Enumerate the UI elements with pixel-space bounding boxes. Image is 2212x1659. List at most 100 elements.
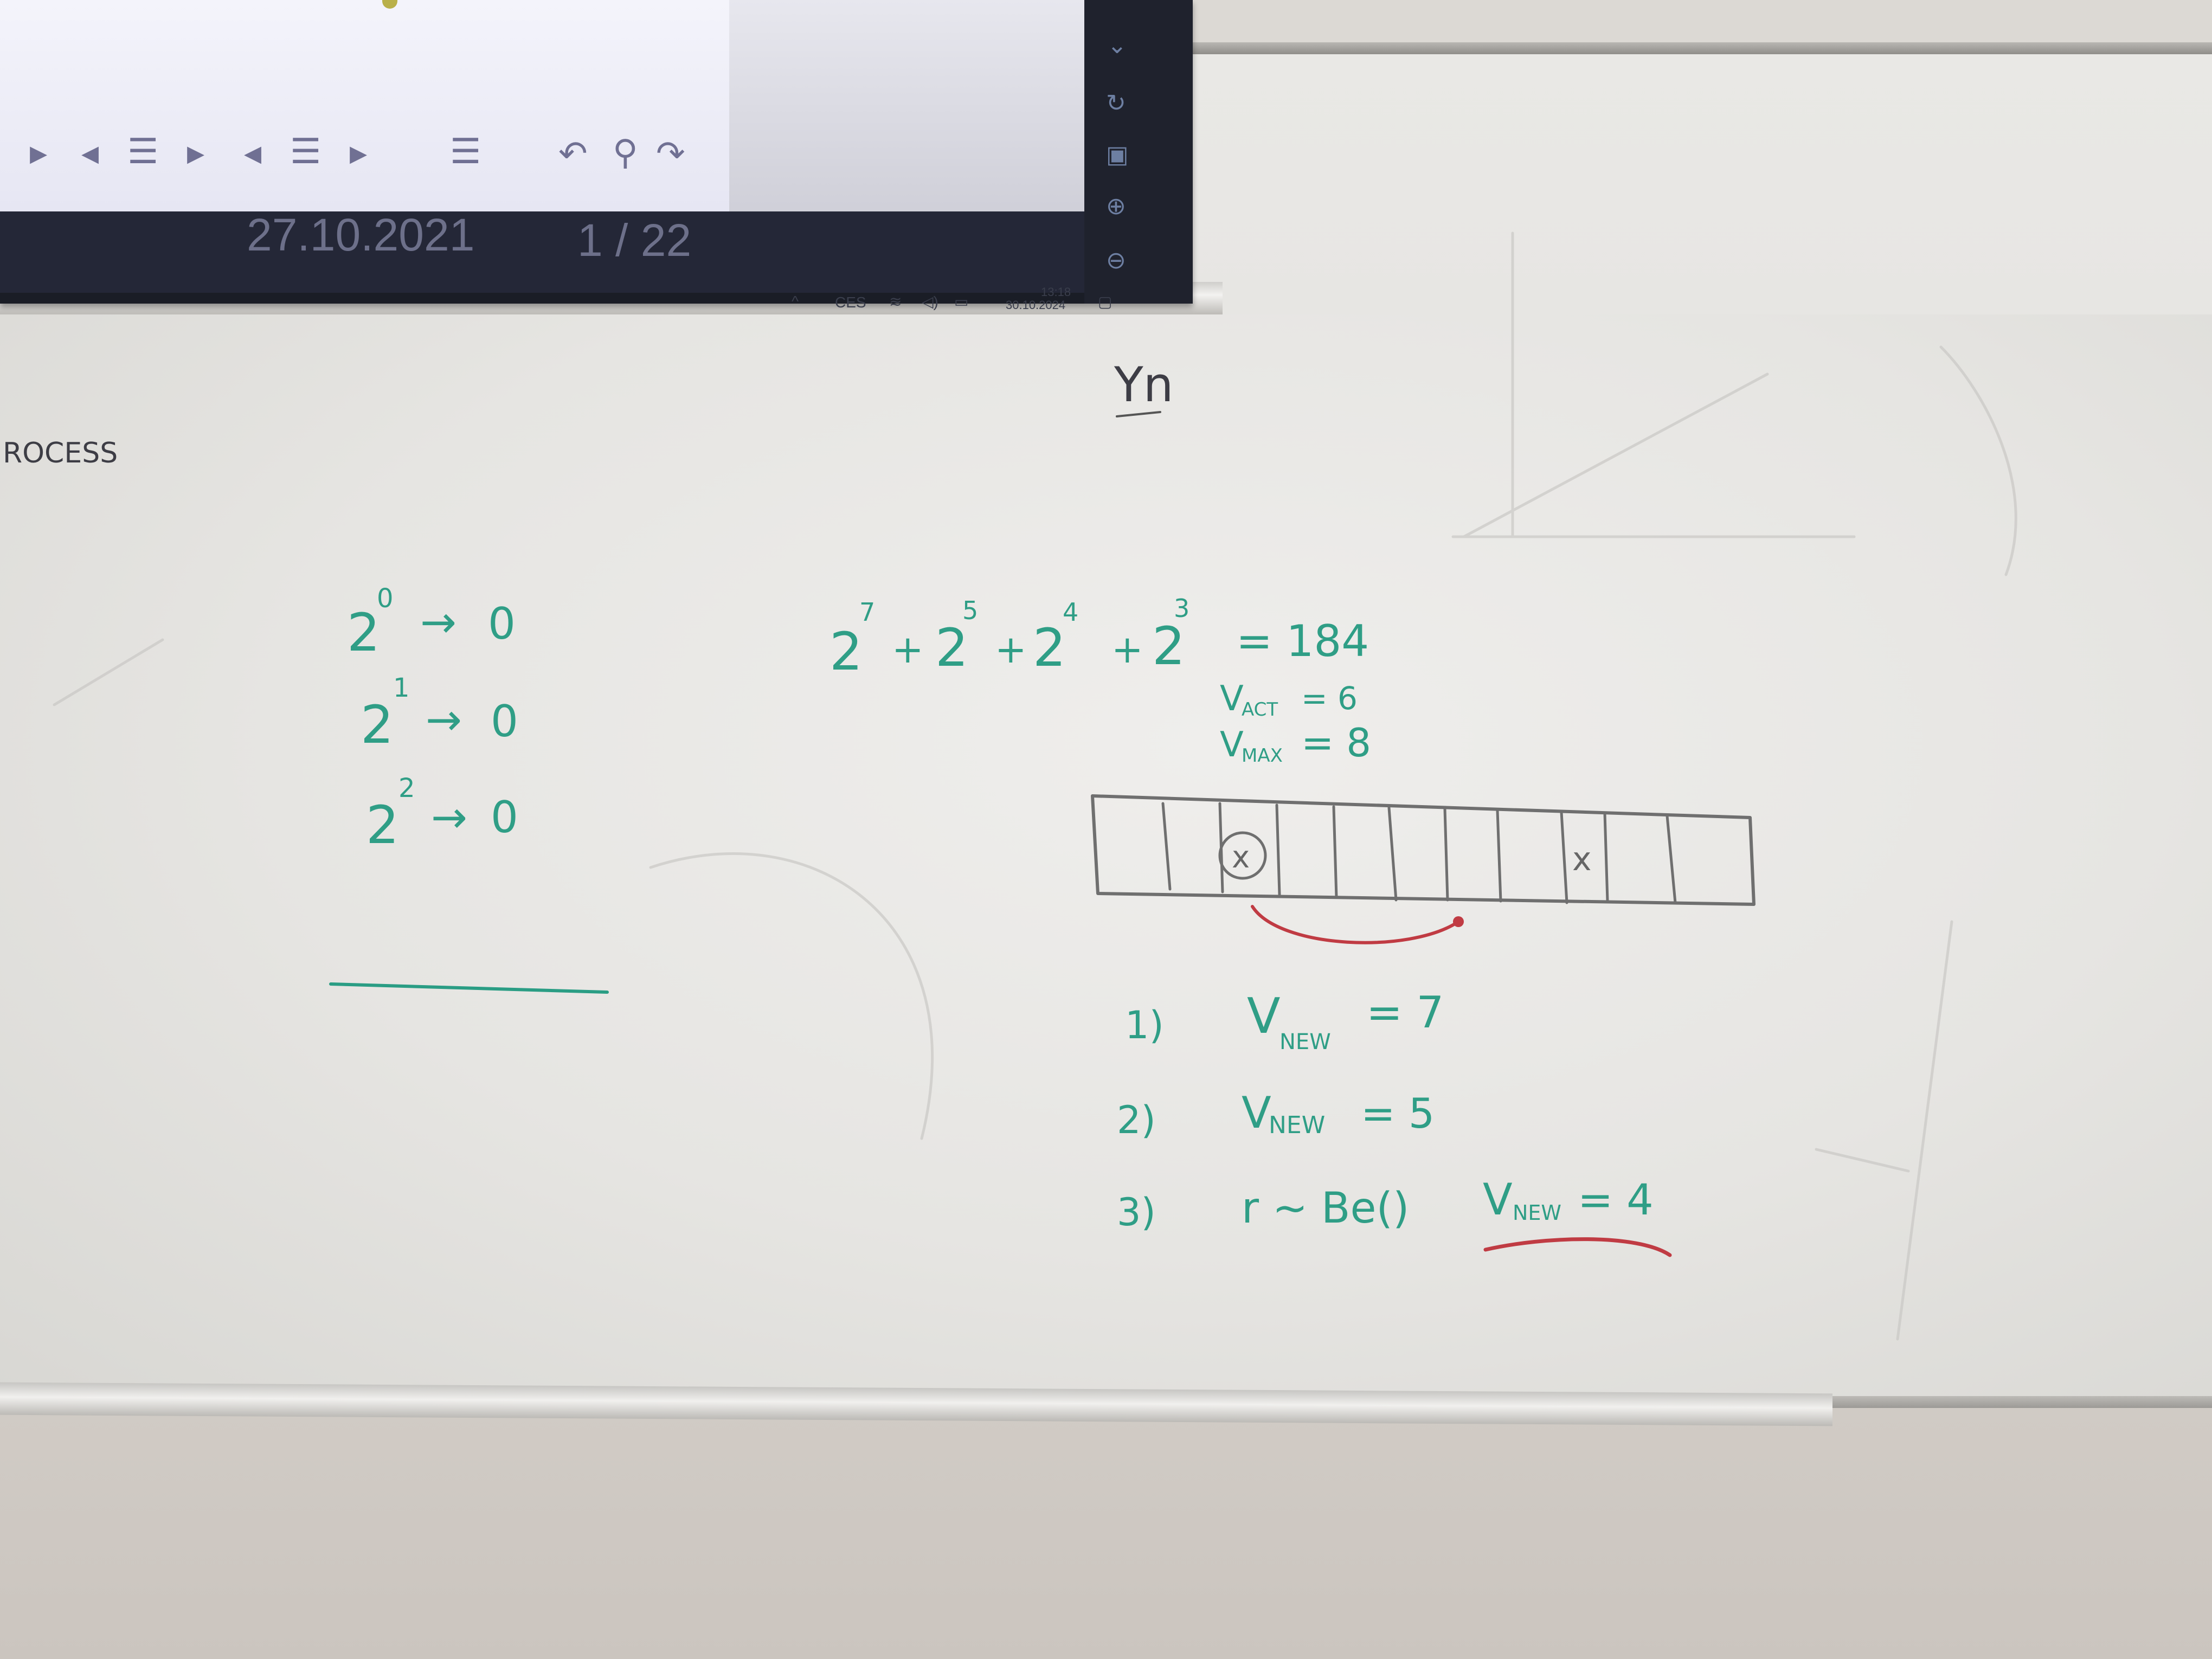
step-3-sub: NEW xyxy=(1513,1201,1561,1225)
step-3-expression: r ~ Be() xyxy=(1242,1184,1409,1233)
monitor-screen: ▸ ◂ ☰ ▸ ◂ ☰ ▸ ☰ ↶ ⚲ ↷ xyxy=(0,0,1084,217)
step-2-value: = 5 xyxy=(1361,1089,1435,1137)
zoom-out-icon[interactable]: ⊖ xyxy=(1106,247,1126,274)
sum-result: = 184 xyxy=(1236,616,1369,666)
whiteboard xyxy=(0,309,2212,1399)
axis-label-underline xyxy=(1116,411,1161,417)
notification-icon[interactable]: ▢ xyxy=(1098,293,1113,310)
nav-next-section-icon[interactable]: ▸ xyxy=(187,133,205,173)
power-result-0: 0 xyxy=(488,599,516,649)
red-arrow-tip xyxy=(1453,916,1464,927)
v-act-value: = 6 xyxy=(1301,680,1358,717)
crossed-bit-mark: x xyxy=(1572,840,1592,878)
nav-next-icon[interactable]: ▸ xyxy=(30,133,48,173)
step-2-number: 2) xyxy=(1117,1098,1156,1142)
slide-footer xyxy=(0,211,1084,293)
search-icon[interactable]: ⚲ xyxy=(613,133,638,173)
step-1-sub: NEW xyxy=(1279,1030,1331,1054)
power-arrow-1: → xyxy=(426,695,462,745)
sum-term-exp-0: 7 xyxy=(859,597,875,627)
document-list-icon[interactable]: ☰ xyxy=(450,132,481,172)
volume-icon[interactable]: ◁) xyxy=(922,293,938,310)
bit-divider xyxy=(1332,805,1338,899)
sum-term-base-1: 2 xyxy=(935,618,968,678)
answer-underline xyxy=(1483,1237,1672,1257)
powers-column: 2 0 → 0 2 1 → 0 2 2 → 0 xyxy=(347,583,518,856)
step-2-sub: NEW xyxy=(1269,1111,1325,1139)
left-edge-word: ROCESS xyxy=(3,437,118,470)
monitor: ▸ ◂ ☰ ▸ ◂ ☰ ▸ ☰ ↶ ⚲ ↷ 27.10.2021 1 / 22 … xyxy=(0,0,1193,304)
circled-bit-marker xyxy=(1218,831,1267,880)
os-taskbar-tray: ^ CES ≋ ◁) ▭ 13:18 30.10.2024 ▢ xyxy=(781,285,1128,314)
bit-divider xyxy=(1161,802,1172,891)
slide-date: 27.10.2021 xyxy=(247,209,475,260)
sum-plus-2: + xyxy=(1111,627,1143,672)
bit-divider xyxy=(1560,811,1568,904)
power-arrow-2: → xyxy=(431,792,467,843)
undo-icon[interactable]: ↶ xyxy=(558,134,588,174)
bit-divider xyxy=(1443,807,1449,902)
nav-prev-subsection-icon[interactable]: ◂ xyxy=(244,133,262,173)
bit-divider xyxy=(1275,803,1281,896)
sum-term-exp-3: 3 xyxy=(1174,594,1189,623)
tray-expand-icon[interactable]: ^ xyxy=(792,293,799,310)
sum-plus-1: + xyxy=(995,627,1027,672)
v-act-name: V xyxy=(1220,679,1244,719)
chevron-down-icon[interactable]: ⌄ xyxy=(1107,31,1127,59)
redo-icon[interactable]: ↷ xyxy=(656,134,685,174)
slide-page-counter: 1 / 22 xyxy=(577,215,692,266)
sum-term-base-0: 2 xyxy=(829,621,863,682)
refresh-icon[interactable]: ↻ xyxy=(1106,89,1126,117)
red-flip-arrow xyxy=(1251,905,1460,944)
axis-label-yn: Yn xyxy=(1114,357,1174,413)
v-definitions: V ACT = 6 V MAX = 8 xyxy=(1220,679,1371,767)
bit-divider xyxy=(1603,812,1609,903)
zoom-in-icon[interactable]: ⊕ xyxy=(1106,192,1126,220)
tray-time[interactable]: 13:18 xyxy=(1041,285,1071,299)
bit-array-outline xyxy=(1091,794,1756,906)
step-3-number: 3) xyxy=(1117,1190,1156,1234)
step-3-v: V xyxy=(1483,1174,1513,1225)
slide-nav-toolbar: ▸ ◂ ☰ ▸ ◂ ☰ ▸ ☰ ↶ ⚲ ↷ xyxy=(0,130,705,190)
sum-term-exp-1: 5 xyxy=(962,596,978,625)
left-horizontal-line xyxy=(329,982,609,994)
v-max-sub: MAX xyxy=(1242,745,1283,767)
wifi-icon[interactable]: ≋ xyxy=(889,293,902,310)
v-act-sub: ACT xyxy=(1242,699,1278,721)
power-base-0: 2 xyxy=(347,602,380,663)
bit-divider xyxy=(1496,809,1502,903)
step-1-v: V xyxy=(1247,988,1281,1045)
step-3-value: = 4 xyxy=(1578,1176,1654,1225)
power-arrow-0: → xyxy=(420,597,456,647)
sum-equation: 2 7 + 2 5 + 2 4 + 2 3 = 184 xyxy=(829,594,1369,682)
power-result-2: 0 xyxy=(491,792,518,843)
step-1-number: 1) xyxy=(1125,1003,1164,1047)
subsection-list-icon[interactable]: ☰ xyxy=(290,132,321,172)
bit-array: x x xyxy=(1091,794,1756,906)
viewer-side-panel: ⌄ ↻ ▣ ⊕ ⊖ xyxy=(1084,0,1193,304)
v-max-value: = 8 xyxy=(1301,720,1371,766)
power-base-2: 2 xyxy=(366,795,399,856)
slide-content xyxy=(0,0,729,211)
power-result-1: 0 xyxy=(491,696,518,747)
power-base-1: 2 xyxy=(361,695,394,755)
step-2-v: V xyxy=(1242,1088,1271,1138)
board-frame-bottom xyxy=(1789,1396,2212,1408)
bit-divider xyxy=(1666,814,1677,904)
bit-divider xyxy=(1387,806,1398,902)
sum-plus-0: + xyxy=(892,627,924,672)
v-max-name: V xyxy=(1220,725,1244,765)
battery-icon[interactable]: ▭ xyxy=(954,293,969,310)
tray-date[interactable]: 30.10.2024 xyxy=(1006,298,1066,312)
sum-term-base-3: 2 xyxy=(1152,616,1185,677)
upper-board-rail xyxy=(1193,42,2212,54)
nav-prev-section-icon[interactable]: ◂ xyxy=(81,133,99,173)
circled-bit-mark: x xyxy=(1232,840,1250,875)
tray-language[interactable]: CES xyxy=(835,294,866,311)
section-list-icon[interactable]: ☰ xyxy=(127,132,159,172)
nav-next-subsection-icon[interactable]: ▸ xyxy=(350,133,368,173)
power-exp-1: 1 xyxy=(393,673,410,703)
image-icon[interactable]: ▣ xyxy=(1106,141,1129,169)
slide-top-dot xyxy=(382,0,397,9)
